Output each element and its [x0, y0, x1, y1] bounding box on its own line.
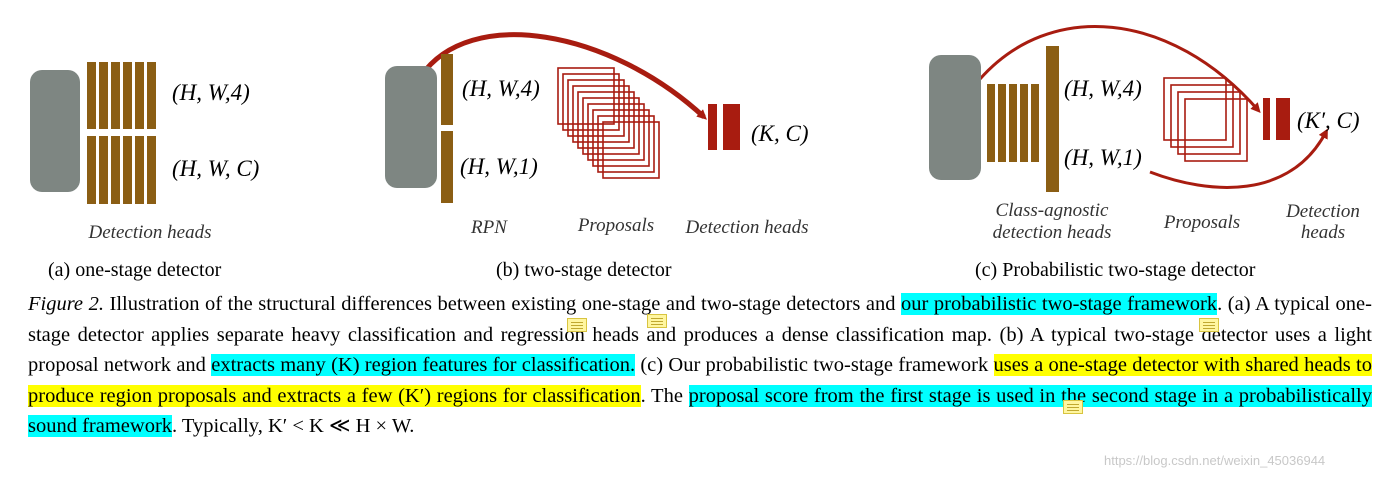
class-agnostic-label-line1: Class-agnostic: [996, 200, 1110, 221]
rpn-head-score: [441, 131, 453, 203]
backbone-block: [385, 66, 437, 188]
highlight-cyan: our probabilistic two-stage framework: [901, 293, 1218, 315]
annotation-note-icon[interactable]: [1199, 318, 1219, 332]
highlight-cyan: extracts many (K) region features for cl…: [211, 354, 636, 376]
shared-heads: [987, 84, 1039, 162]
output-shape-box: (H, W,4): [1064, 76, 1142, 101]
proposals-label: Proposals: [577, 215, 654, 236]
caption-text: (c) Our probabilistic two-stage framewor…: [635, 354, 994, 376]
backbone-block: [929, 55, 981, 180]
panel-c: (H, W,4) (H, W,1) (K′, C) Class-agnostic…: [929, 25, 1360, 243]
detection-head-2: [1276, 98, 1290, 140]
watermark: https://blog.csdn.net/weixin_45036944: [1104, 453, 1326, 468]
detection-head-1: [708, 104, 717, 150]
detection-head-2: [723, 104, 740, 150]
annotation-note-icon[interactable]: [567, 318, 587, 332]
detection-head-1: [1263, 98, 1270, 140]
output-shape-score: (H, W,1): [460, 154, 538, 179]
detection-heads-label-line1: Detection: [1285, 201, 1360, 222]
detection-heads-label: Detection heads: [685, 217, 809, 238]
output-shape-class: (H, W, C): [172, 156, 259, 181]
roi-arrow: [418, 32, 707, 120]
output-shape-kc: (K, C): [751, 121, 809, 146]
panel-a: (H, W,4) (H, W, C) Detection heads: [30, 62, 259, 243]
proposals-stack: [1163, 77, 1248, 162]
subcaption-a: (a) one-stage detector: [48, 259, 222, 281]
rpn-label: RPN: [470, 217, 508, 238]
annotation-note-icon[interactable]: [647, 314, 667, 328]
output-shape-kprime-c: (K′, C): [1297, 108, 1360, 133]
subcaption-c: (c) Probabilistic two-stage detector: [975, 259, 1256, 281]
score-arrow-bottom: [1149, 128, 1328, 189]
output-shape-box: (H, W,4): [172, 80, 250, 105]
caption-text: . Typically, K′ < K ≪ H × W.: [172, 415, 415, 437]
proposals-stack: [557, 67, 660, 179]
output-shape-box: (H, W,4): [462, 76, 540, 101]
class-agnostic-head: [1046, 46, 1059, 192]
detection-heads-label: Detection heads: [88, 222, 212, 243]
panel-b: (H, W,4) (H, W,1) (K, C) RPN Proposals D…: [385, 32, 809, 238]
detection-heads-label-line2: heads: [1301, 222, 1345, 243]
annotation-note-icon[interactable]: [1063, 400, 1083, 414]
backbone-block: [30, 70, 80, 192]
detection-heads-regression: [87, 62, 156, 129]
class-agnostic-label-line2: detection heads: [993, 222, 1112, 243]
detection-heads-classification: [87, 136, 156, 204]
subcaption-b: (b) two-stage detector: [496, 259, 672, 281]
caption-text: Illustration of the structural differenc…: [103, 293, 902, 315]
proposals-label: Proposals: [1163, 212, 1240, 233]
caption-text: . The: [640, 384, 689, 407]
roi-arrow-top: [978, 25, 1261, 114]
figure-label: Figure 2.: [28, 293, 104, 315]
caption-text: . (a) A typical one-stage detector appli…: [28, 293, 1372, 376]
output-shape-score: (H, W,1): [1064, 145, 1142, 170]
figure-2-diagram: (H, W,4) (H, W, C) Detection heads (H, W…: [30, 25, 1360, 243]
figure-caption: Figure 2. Illustration of the structural…: [28, 289, 1372, 442]
rpn-head-box: [441, 54, 453, 125]
